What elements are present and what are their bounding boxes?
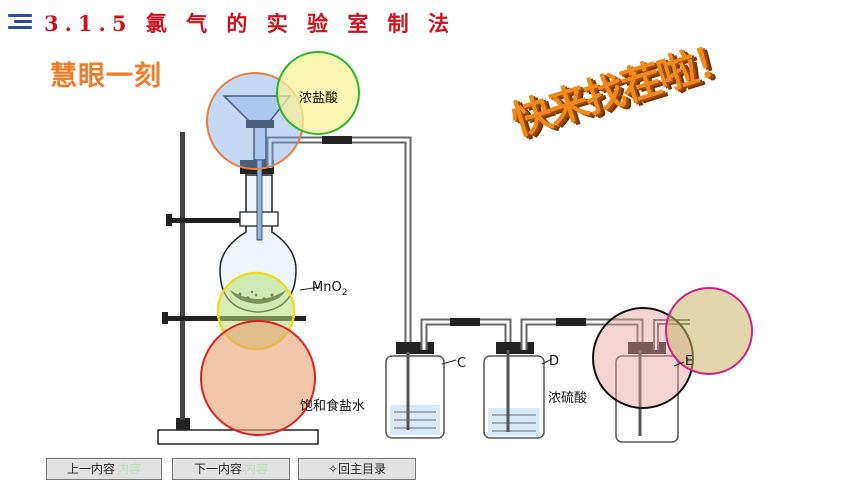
- menu-icon[interactable]: [8, 14, 36, 32]
- highlight-circle-outlet: [665, 287, 753, 375]
- label-brine: 饱和食盐水: [300, 398, 365, 414]
- label-mno2: MnO2: [312, 280, 347, 298]
- label-sulfuric: 浓硫酸: [548, 391, 587, 406]
- section-subtitle: 慧眼一刻: [50, 61, 162, 92]
- page-title: 3.1.5 氯 气 的 实 验 室 制 法: [44, 11, 455, 36]
- next-button[interactable]: 下一内容内容: [172, 458, 290, 480]
- highlight-circle-acid: [276, 51, 360, 135]
- home-button[interactable]: ✧回主目录: [298, 458, 416, 480]
- highlight-circle-heat: [200, 320, 316, 436]
- label-acid: 浓盐酸: [299, 91, 338, 106]
- label-e: E: [685, 354, 693, 369]
- prev-button[interactable]: 上一内容内容: [46, 458, 162, 480]
- stand-foot: [176, 418, 190, 430]
- upper-clamp: [170, 218, 246, 223]
- stand-rod: [180, 132, 185, 420]
- label-d: D: [549, 354, 559, 369]
- label-c: C: [457, 356, 466, 371]
- header: 3.1.5 氯 气 的 实 验 室 制 法: [0, 0, 860, 40]
